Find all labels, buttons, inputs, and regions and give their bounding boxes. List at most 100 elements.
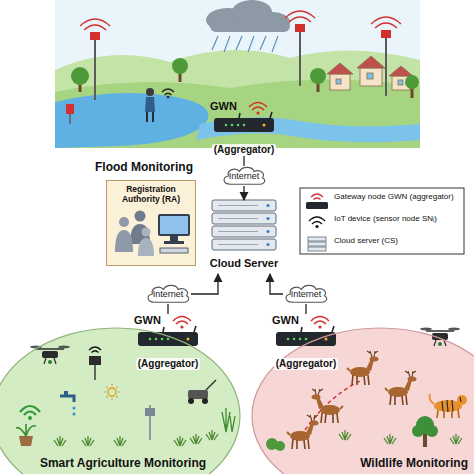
sensor-station — [89, 356, 101, 365]
flood-scene — [55, 0, 420, 148]
cloud-server-icon — [218, 205, 258, 206]
rice-plants — [222, 408, 235, 432]
person — [145, 88, 174, 122]
sensor-poles — [385, 36, 387, 96]
legend-frame — [300, 188, 464, 254]
ra-people — [142, 228, 151, 237]
sun — [104, 384, 120, 400]
cloud-server-icon — [212, 200, 276, 211]
rain — [260, 36, 266, 50]
cloud-server-node: Cloud Server — [202, 200, 286, 274]
agriculture-icons — [54, 436, 66, 446]
plant-pot — [16, 424, 36, 446]
region-fills — [252, 328, 474, 474]
flood-scene — [55, 50, 420, 148]
lawn-mower — [188, 380, 216, 404]
legend-icons — [308, 237, 326, 241]
cloud-server-icon — [218, 244, 258, 245]
agriculture-icons — [114, 436, 126, 446]
ra-people — [119, 217, 129, 227]
lawn-mower — [188, 390, 208, 399]
role-label: (Aggregator) — [274, 358, 339, 370]
bush — [266, 438, 285, 451]
ra-computer — [160, 216, 188, 234]
region-fills — [0, 328, 240, 474]
cloud-server-icon — [212, 239, 276, 250]
sensor-station — [89, 347, 101, 353]
cloud-server-icon — [266, 243, 269, 246]
flood-scene — [55, 0, 420, 148]
connector-line — [167, 304, 168, 314]
sensor-poles — [90, 32, 100, 40]
node-label: Flood Monitoring — [95, 160, 193, 175]
houses — [327, 63, 353, 74]
cloud-outline — [224, 167, 265, 184]
connector-line — [243, 186, 244, 200]
wildlife-icons — [266, 328, 467, 452]
region-outline — [250, 328, 474, 474]
wildlife-icons — [384, 434, 396, 444]
wildlife-icons — [450, 434, 462, 444]
wildlife-icons — [312, 389, 344, 423]
sensor-poles — [80, 19, 110, 30]
rain — [236, 36, 242, 50]
ra-computer — [170, 236, 178, 241]
internet-cloud: Internet — [221, 166, 267, 186]
tree — [426, 425, 438, 437]
person — [162, 89, 174, 95]
cloud-server-icon — [218, 206, 258, 245]
region-fills — [0, 328, 474, 474]
wildlife-icons — [347, 351, 379, 385]
rain — [248, 36, 254, 52]
node-label: GWN — [134, 314, 161, 327]
houses — [367, 73, 373, 79]
tree — [423, 433, 427, 447]
sun — [104, 384, 120, 400]
agriculture-icons — [82, 436, 94, 446]
wildlife-icons — [420, 328, 460, 347]
water-tap — [60, 396, 74, 402]
agriculture-icons — [174, 436, 186, 446]
lawn-mower — [188, 398, 194, 404]
person — [167, 96, 170, 99]
legend-icons — [309, 217, 325, 224]
internet-cloud: Internet — [283, 284, 329, 304]
sensor-poles — [66, 11, 401, 124]
gateway-node: GWN(Aggregator) — [266, 314, 346, 370]
node-label: Smart Agriculture Monitoring — [40, 456, 206, 471]
water-tap — [60, 391, 76, 416]
monitoring-region: Smart Agriculture Monitoring — [0, 328, 246, 474]
ra-people — [115, 211, 154, 257]
legend-icons — [306, 194, 328, 251]
legend-icons — [311, 194, 323, 200]
soil-sensor — [145, 408, 155, 416]
tiger — [430, 394, 468, 418]
rain — [224, 36, 230, 52]
trees — [71, 67, 89, 85]
legend-label: Cloud server (CS) — [334, 236, 460, 246]
ra-people — [115, 230, 133, 252]
node-label: Wildlife Monitoring — [360, 456, 468, 471]
plant-pot — [19, 436, 33, 446]
cloud-server-icon — [266, 204, 269, 246]
rain — [272, 36, 278, 52]
legend-row: Cloud server (CS) — [334, 236, 460, 246]
node-label: Internet — [291, 289, 322, 300]
houses — [398, 80, 403, 85]
houses — [360, 68, 382, 86]
legend-label: Gateway node GWN (aggregator) — [334, 192, 460, 202]
ra-people — [138, 238, 154, 256]
sensor-poles — [66, 104, 74, 114]
node-label: Internet — [229, 171, 260, 182]
ra-computer — [164, 241, 184, 244]
tree — [412, 416, 438, 447]
registration-authority-box: Registration Authority (RA) — [106, 180, 196, 266]
tree — [412, 425, 424, 437]
trees — [405, 75, 419, 89]
cloud-server-icon — [218, 218, 258, 219]
legend-frame — [300, 188, 464, 254]
wildlife-icons — [287, 415, 319, 449]
